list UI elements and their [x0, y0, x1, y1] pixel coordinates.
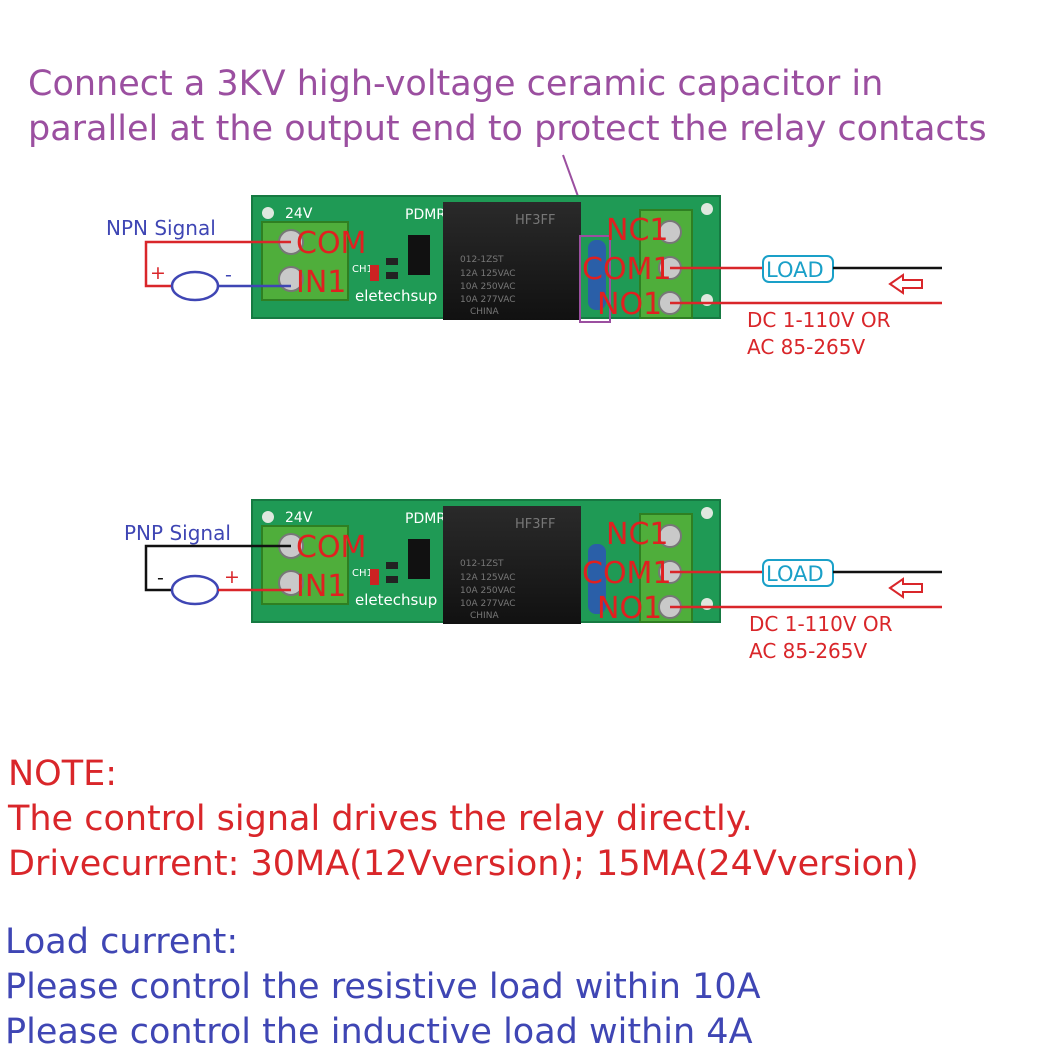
load-current-line-2: Please control the inductive load within…	[5, 1012, 753, 1052]
relay-spec-line: 10A 250VAC	[460, 586, 516, 596]
terminal-label-in1: IN1	[296, 265, 346, 300]
mounting-hole	[701, 507, 713, 519]
diagram-npn: 24V PDMRA01 eletechsup CH1 COM IN1 HF3FF…	[106, 195, 942, 359]
board-ch-label: CH1	[352, 264, 373, 275]
relay-spec-line: CHINA	[470, 611, 499, 621]
supply-spec-line: DC 1-110V OR	[749, 612, 893, 636]
signal-label: PNP Signal	[124, 521, 231, 545]
polarity-minus: -	[157, 567, 164, 589]
load-current-line-1: Please control the resistive load within…	[5, 967, 761, 1007]
ceramic-capacitor	[588, 240, 606, 310]
relay-spec-line: 012-1ZST	[460, 255, 504, 265]
terminal-screw	[658, 220, 682, 244]
terminal-label-nc1: NC1	[606, 213, 668, 248]
terminal-label-com: COM	[296, 530, 366, 565]
board-brand-label: eletechsup	[355, 591, 437, 609]
terminal-label-no1: NO1	[597, 287, 662, 322]
relay-spec-line: 10A 277VAC	[460, 295, 516, 305]
caption-line-2: parallel at the output end to protect th…	[28, 109, 987, 149]
wiring-diagrams: 24V PDMRA01 eletechsup CH1 COM IN1 HF3FF…	[106, 154, 942, 663]
smd-resistor	[386, 258, 398, 265]
smd-resistor	[386, 272, 398, 279]
transistor-chip	[408, 235, 430, 275]
note-line-1: The control signal drives the relay dire…	[8, 799, 753, 839]
supply-spec-line: AC 85-265V	[747, 335, 865, 359]
polarity-plus: +	[150, 262, 166, 284]
terminal-label-nc1: NC1	[606, 517, 668, 552]
terminal-label-com1: COM1	[582, 252, 672, 287]
relay-spec-line: CHINA	[470, 307, 499, 317]
relay-spec-line: 10A 250VAC	[460, 282, 516, 292]
board-ch-label: CH1	[352, 568, 373, 579]
terminal-label-com1: COM1	[582, 556, 672, 591]
relay-brand-label: HF3FF	[515, 213, 555, 228]
signal-label: NPN Signal	[106, 216, 216, 240]
load-current-title: Load current:	[5, 922, 239, 962]
relay-spec-line: 12A 125VAC	[460, 573, 516, 583]
signal-source	[170, 270, 220, 302]
terminal-screw	[658, 524, 682, 548]
arrow-left-icon	[888, 273, 923, 295]
terminal-label-no1: NO1	[597, 591, 662, 626]
relay-spec-line: 012-1ZST	[460, 559, 504, 569]
relay	[443, 202, 581, 320]
status-led	[370, 265, 379, 281]
capacitor-highlight-box	[579, 235, 611, 323]
relay-spec-line: 12A 125VAC	[460, 269, 516, 279]
signal-wire-negative	[144, 544, 291, 592]
relay-brand-label: HF3FF	[515, 517, 555, 532]
supply-spec-line: AC 85-265V	[749, 639, 867, 663]
note-title: NOTE:	[8, 754, 118, 794]
terminal-label-in1: IN1	[296, 569, 346, 604]
supply-spec-line: DC 1-110V OR	[747, 308, 891, 332]
board-brand-label: eletechsup	[355, 287, 437, 305]
diagram-pnp: 24V PDMRA01 eletechsup CH1 COM IN1 HF3FF…	[124, 499, 942, 663]
polarity-minus: -	[225, 264, 232, 286]
ceramic-capacitor	[588, 544, 606, 614]
mounting-hole	[701, 203, 713, 215]
transistor-chip	[408, 539, 430, 579]
relay	[443, 506, 581, 624]
signal-wire-positive	[144, 240, 291, 288]
note-line-2: Drivecurrent: 30MA(12Vversion); 15MA(24V…	[8, 844, 919, 884]
arrow-left-icon	[888, 577, 923, 599]
board-voltage-label: 24V	[285, 206, 313, 222]
smd-resistor	[386, 576, 398, 583]
caption-line-1: Connect a 3KV high-voltage ceramic capac…	[28, 64, 884, 104]
relay-spec-line: 10A 277VAC	[460, 599, 516, 609]
mounting-hole	[262, 207, 274, 219]
signal-source	[170, 574, 220, 606]
polarity-plus: +	[224, 566, 240, 588]
status-led	[370, 569, 379, 585]
load-label: LOAD	[766, 258, 824, 282]
board-voltage-label: 24V	[285, 510, 313, 526]
terminal-label-com: COM	[296, 226, 366, 261]
mounting-hole	[262, 511, 274, 523]
smd-resistor	[386, 562, 398, 569]
load-label: LOAD	[766, 562, 824, 586]
